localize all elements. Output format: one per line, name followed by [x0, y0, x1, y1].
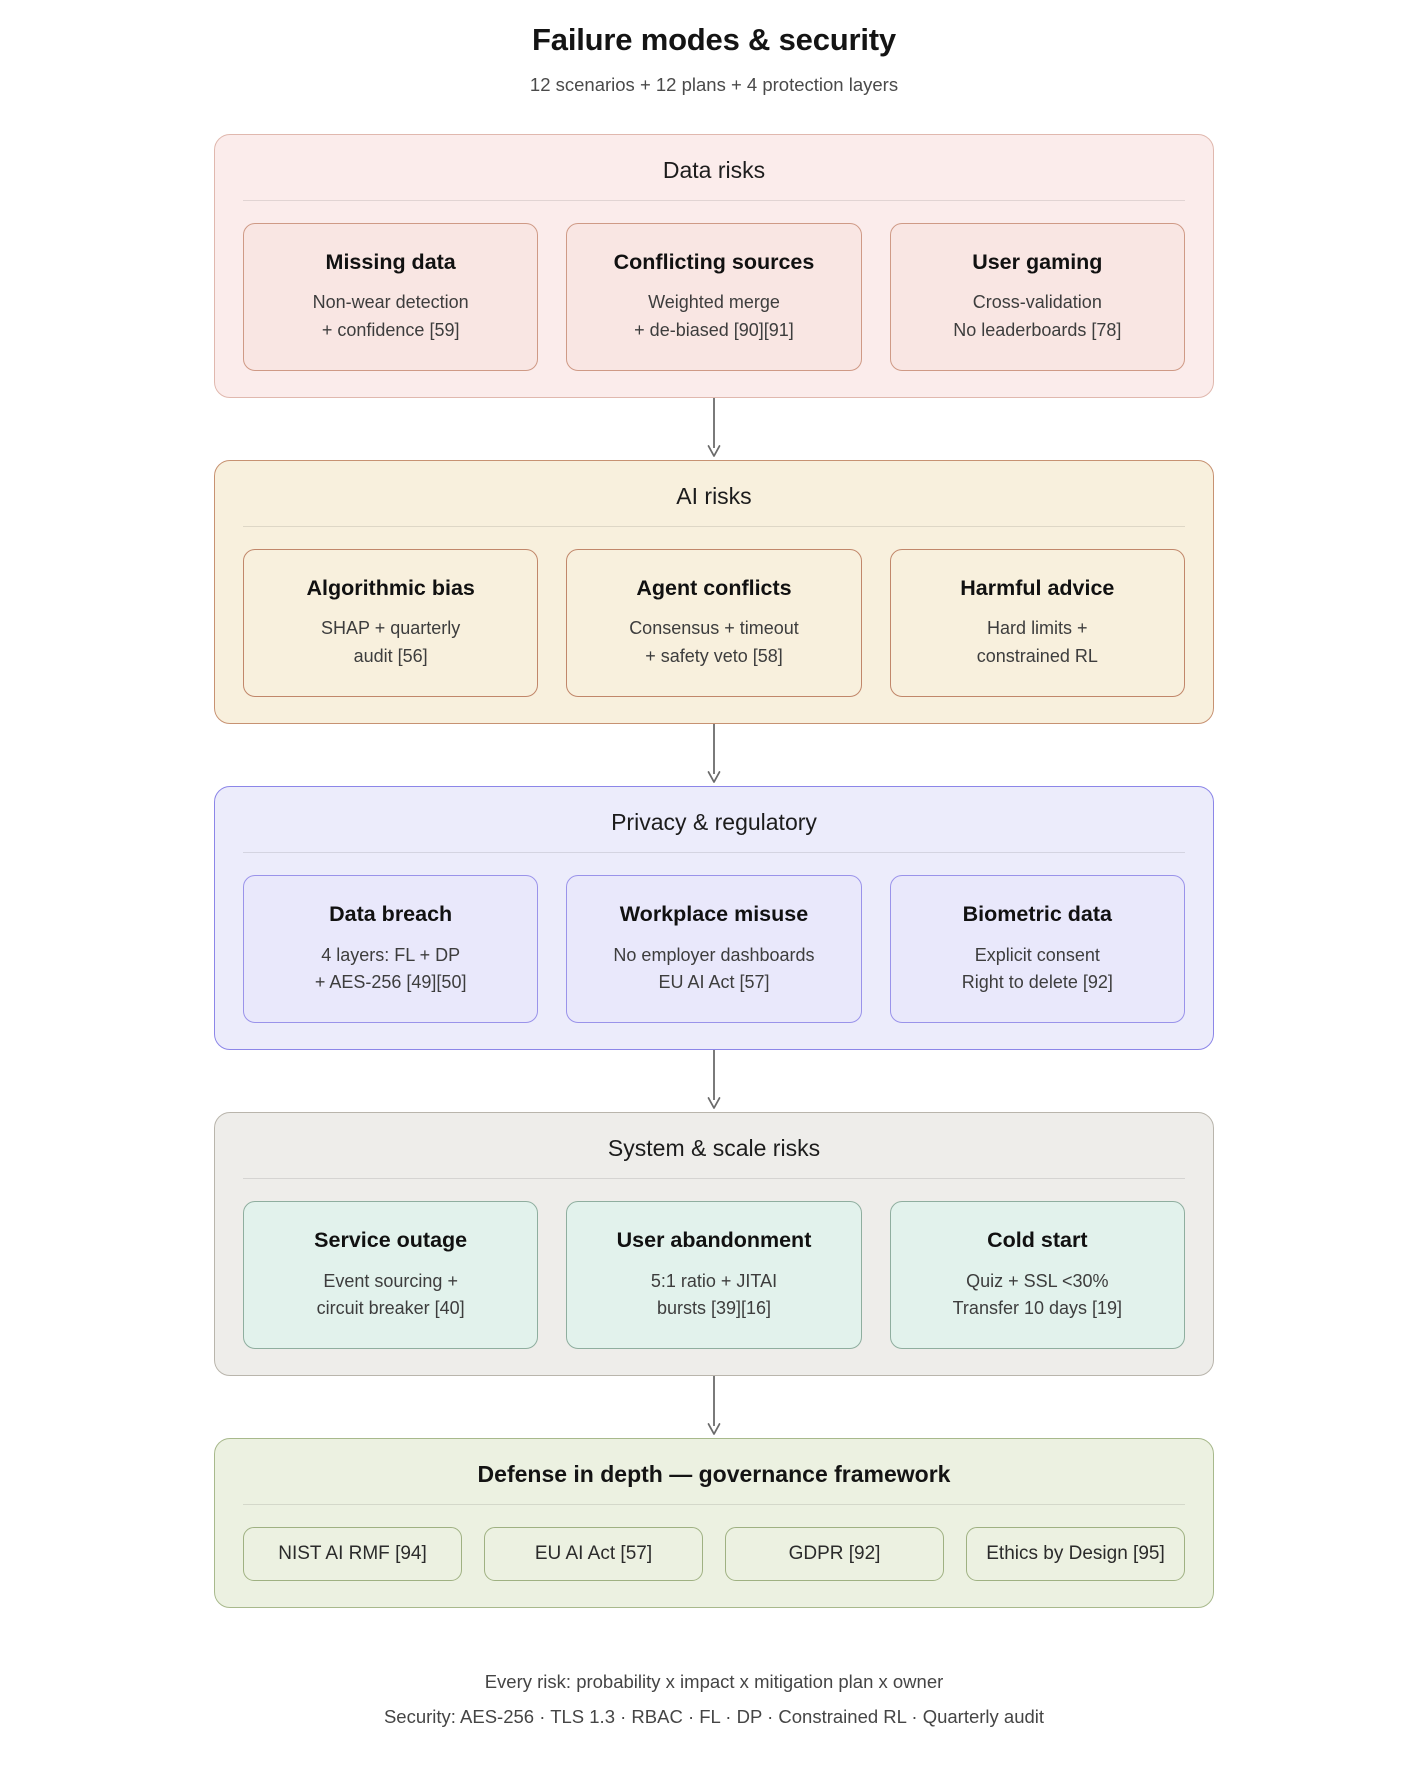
risk-card-title: Data breach [329, 902, 453, 927]
card-row-data-risks: Missing data Non-wear detection + confid… [243, 223, 1185, 372]
risk-card[interactable]: Data breach 4 layers: FL + DP + AES-256 … [243, 875, 539, 1024]
risk-card-line-1: Hard limits + [987, 618, 1088, 639]
risk-card-line-2: No leaderboards [78] [953, 319, 1122, 340]
group-data-risks: Data risks Missing data Non-wear detecti… [214, 134, 1214, 399]
risk-card-line-2: audit [56] [353, 645, 428, 666]
risk-card-title: Service outage [314, 1228, 468, 1253]
group-ai-risks: AI risks Algorithmic bias SHAP + quarter… [214, 460, 1214, 725]
risk-card[interactable]: User gaming Cross-validation No leaderbo… [889, 223, 1185, 372]
risk-card[interactable]: User abandonment 5:1 ratio + JITAI burst… [566, 1201, 862, 1350]
governance-title: Defense in depth — governance framework [477, 1461, 951, 1488]
risk-card[interactable]: Cold start Quiz + SSL <30% Transfer 10 d… [889, 1201, 1185, 1350]
risk-card-line-2: constrained RL [976, 645, 1098, 666]
divider [243, 526, 1185, 528]
group-title-system-scale-risks: System & scale risks [607, 1135, 821, 1162]
group-privacy-regulatory: Privacy & regulatory Data breach 4 layer… [214, 786, 1214, 1051]
governance-chip-row: NIST AI RMF [94] EU AI Act [57] GDPR [92… [243, 1527, 1185, 1582]
risk-card[interactable]: Biometric data Explicit consent Right to… [889, 875, 1185, 1024]
card-row-privacy-regulatory: Data breach 4 layers: FL + DP + AES-256 … [243, 875, 1185, 1024]
arrow-down-icon [707, 724, 721, 784]
risk-card[interactable]: Algorithmic bias SHAP + quarterly audit … [243, 549, 539, 698]
risk-card-title: Cold start [987, 1228, 1088, 1253]
risk-flow: Data risks Missing data Non-wear detecti… [214, 134, 1214, 1609]
governance-chip[interactable]: GDPR [92] [725, 1527, 944, 1582]
risk-card-line-2: + de-biased [90][91] [634, 319, 794, 340]
risk-card-title: Agent conflicts [636, 576, 792, 601]
governance-chip[interactable]: NIST AI RMF [94] [243, 1527, 462, 1582]
risk-card-line-1: Cross-validation [972, 292, 1102, 313]
risk-card-line-1: Consensus + timeout [629, 618, 799, 639]
risk-card-line-2: bursts [39][16] [656, 1297, 772, 1318]
arrow-down-icon [707, 1050, 721, 1110]
card-row-ai-risks: Algorithmic bias SHAP + quarterly audit … [243, 549, 1185, 698]
arrow-down-icon [707, 398, 721, 457]
risk-card-line-1: Non-wear detection [312, 292, 469, 313]
footer-line-risk-formula: Every risk: probability x impact x mitig… [484, 1671, 944, 1693]
risk-card[interactable]: Harmful advice Hard limits + constrained… [889, 549, 1185, 698]
risk-card-title: Conflicting sources [613, 250, 815, 274]
group-title-privacy-regulatory: Privacy & regulatory [611, 809, 817, 836]
risk-card-line-1: No employer dashboards [613, 944, 815, 965]
risk-card-line-1: Weighted merge [648, 292, 780, 313]
divider [243, 1504, 1185, 1506]
group-system-scale-risks: System & scale risks Service outage Even… [214, 1112, 1214, 1377]
risk-card-title: Biometric data [962, 902, 1112, 927]
risk-card-line-2: + AES-256 [49][50] [314, 971, 467, 992]
footer-line-security: Security: AES-256 · TLS 1.3 · RBAC · FL … [383, 1706, 1045, 1728]
flow-connector [214, 1376, 1214, 1438]
governance-chip[interactable]: EU AI Act [57] [484, 1527, 703, 1582]
risk-card-line-1: 4 layers: FL + DP [321, 944, 461, 965]
risk-card-line-2: Right to delete [92] [961, 971, 1113, 992]
risk-card[interactable]: Conflicting sources Weighted merge + de-… [566, 223, 862, 372]
risk-card-line-1: Event sourcing + [323, 1270, 458, 1291]
page-header: Failure modes & security 12 scenarios + … [0, 22, 1428, 96]
page-footer: Every risk: probability x impact x mitig… [0, 1664, 1428, 1734]
group-title-data-risks: Data risks [662, 157, 766, 183]
risk-card-title: User abandonment [616, 1228, 812, 1253]
risk-card-line-2: circuit breaker [40] [316, 1297, 465, 1318]
group-governance: Defense in depth — governance framework … [214, 1438, 1214, 1609]
divider [243, 200, 1185, 201]
risk-card-line-2: Transfer 10 days [19] [952, 1297, 1123, 1318]
risk-card[interactable]: Missing data Non-wear detection + confid… [243, 223, 539, 372]
divider [243, 1178, 1185, 1180]
group-title-ai-risks: AI risks [676, 483, 752, 510]
arrow-down-icon [707, 1376, 721, 1436]
page-title: Failure modes & security [532, 22, 896, 57]
risk-card-line-1: Quiz + SSL <30% [966, 1270, 1109, 1291]
risk-card-title: Workplace misuse [619, 902, 809, 927]
risk-card-title: Algorithmic bias [306, 576, 475, 601]
risk-card-line-2: EU AI Act [57] [658, 971, 770, 992]
risk-card-line-2: + safety veto [58] [645, 645, 783, 666]
card-row-system-scale-risks: Service outage Event sourcing + circuit … [243, 1201, 1185, 1350]
risk-card-line-2: + confidence [59] [321, 319, 460, 340]
risk-card-title: Missing data [325, 250, 456, 274]
governance-chip[interactable]: Ethics by Design [95] [966, 1527, 1185, 1582]
flow-connector [214, 1050, 1214, 1112]
risk-card[interactable]: Workplace misuse No employer dashboards … [566, 875, 862, 1024]
risk-card[interactable]: Agent conflicts Consensus + timeout + sa… [566, 549, 862, 698]
risk-card-title: User gaming [972, 250, 1103, 274]
page-subtitle: 12 scenarios + 12 plans + 4 protection l… [529, 74, 899, 95]
divider [243, 852, 1185, 854]
risk-card-line-1: Explicit consent [974, 944, 1100, 965]
flow-connector [214, 724, 1214, 786]
risk-card[interactable]: Service outage Event sourcing + circuit … [243, 1201, 539, 1350]
flow-connector [214, 398, 1214, 460]
risk-card-line-1: SHAP + quarterly [321, 618, 461, 639]
risk-card-line-1: 5:1 ratio + JITAI [650, 1270, 778, 1291]
risk-card-title: Harmful advice [960, 576, 1115, 601]
